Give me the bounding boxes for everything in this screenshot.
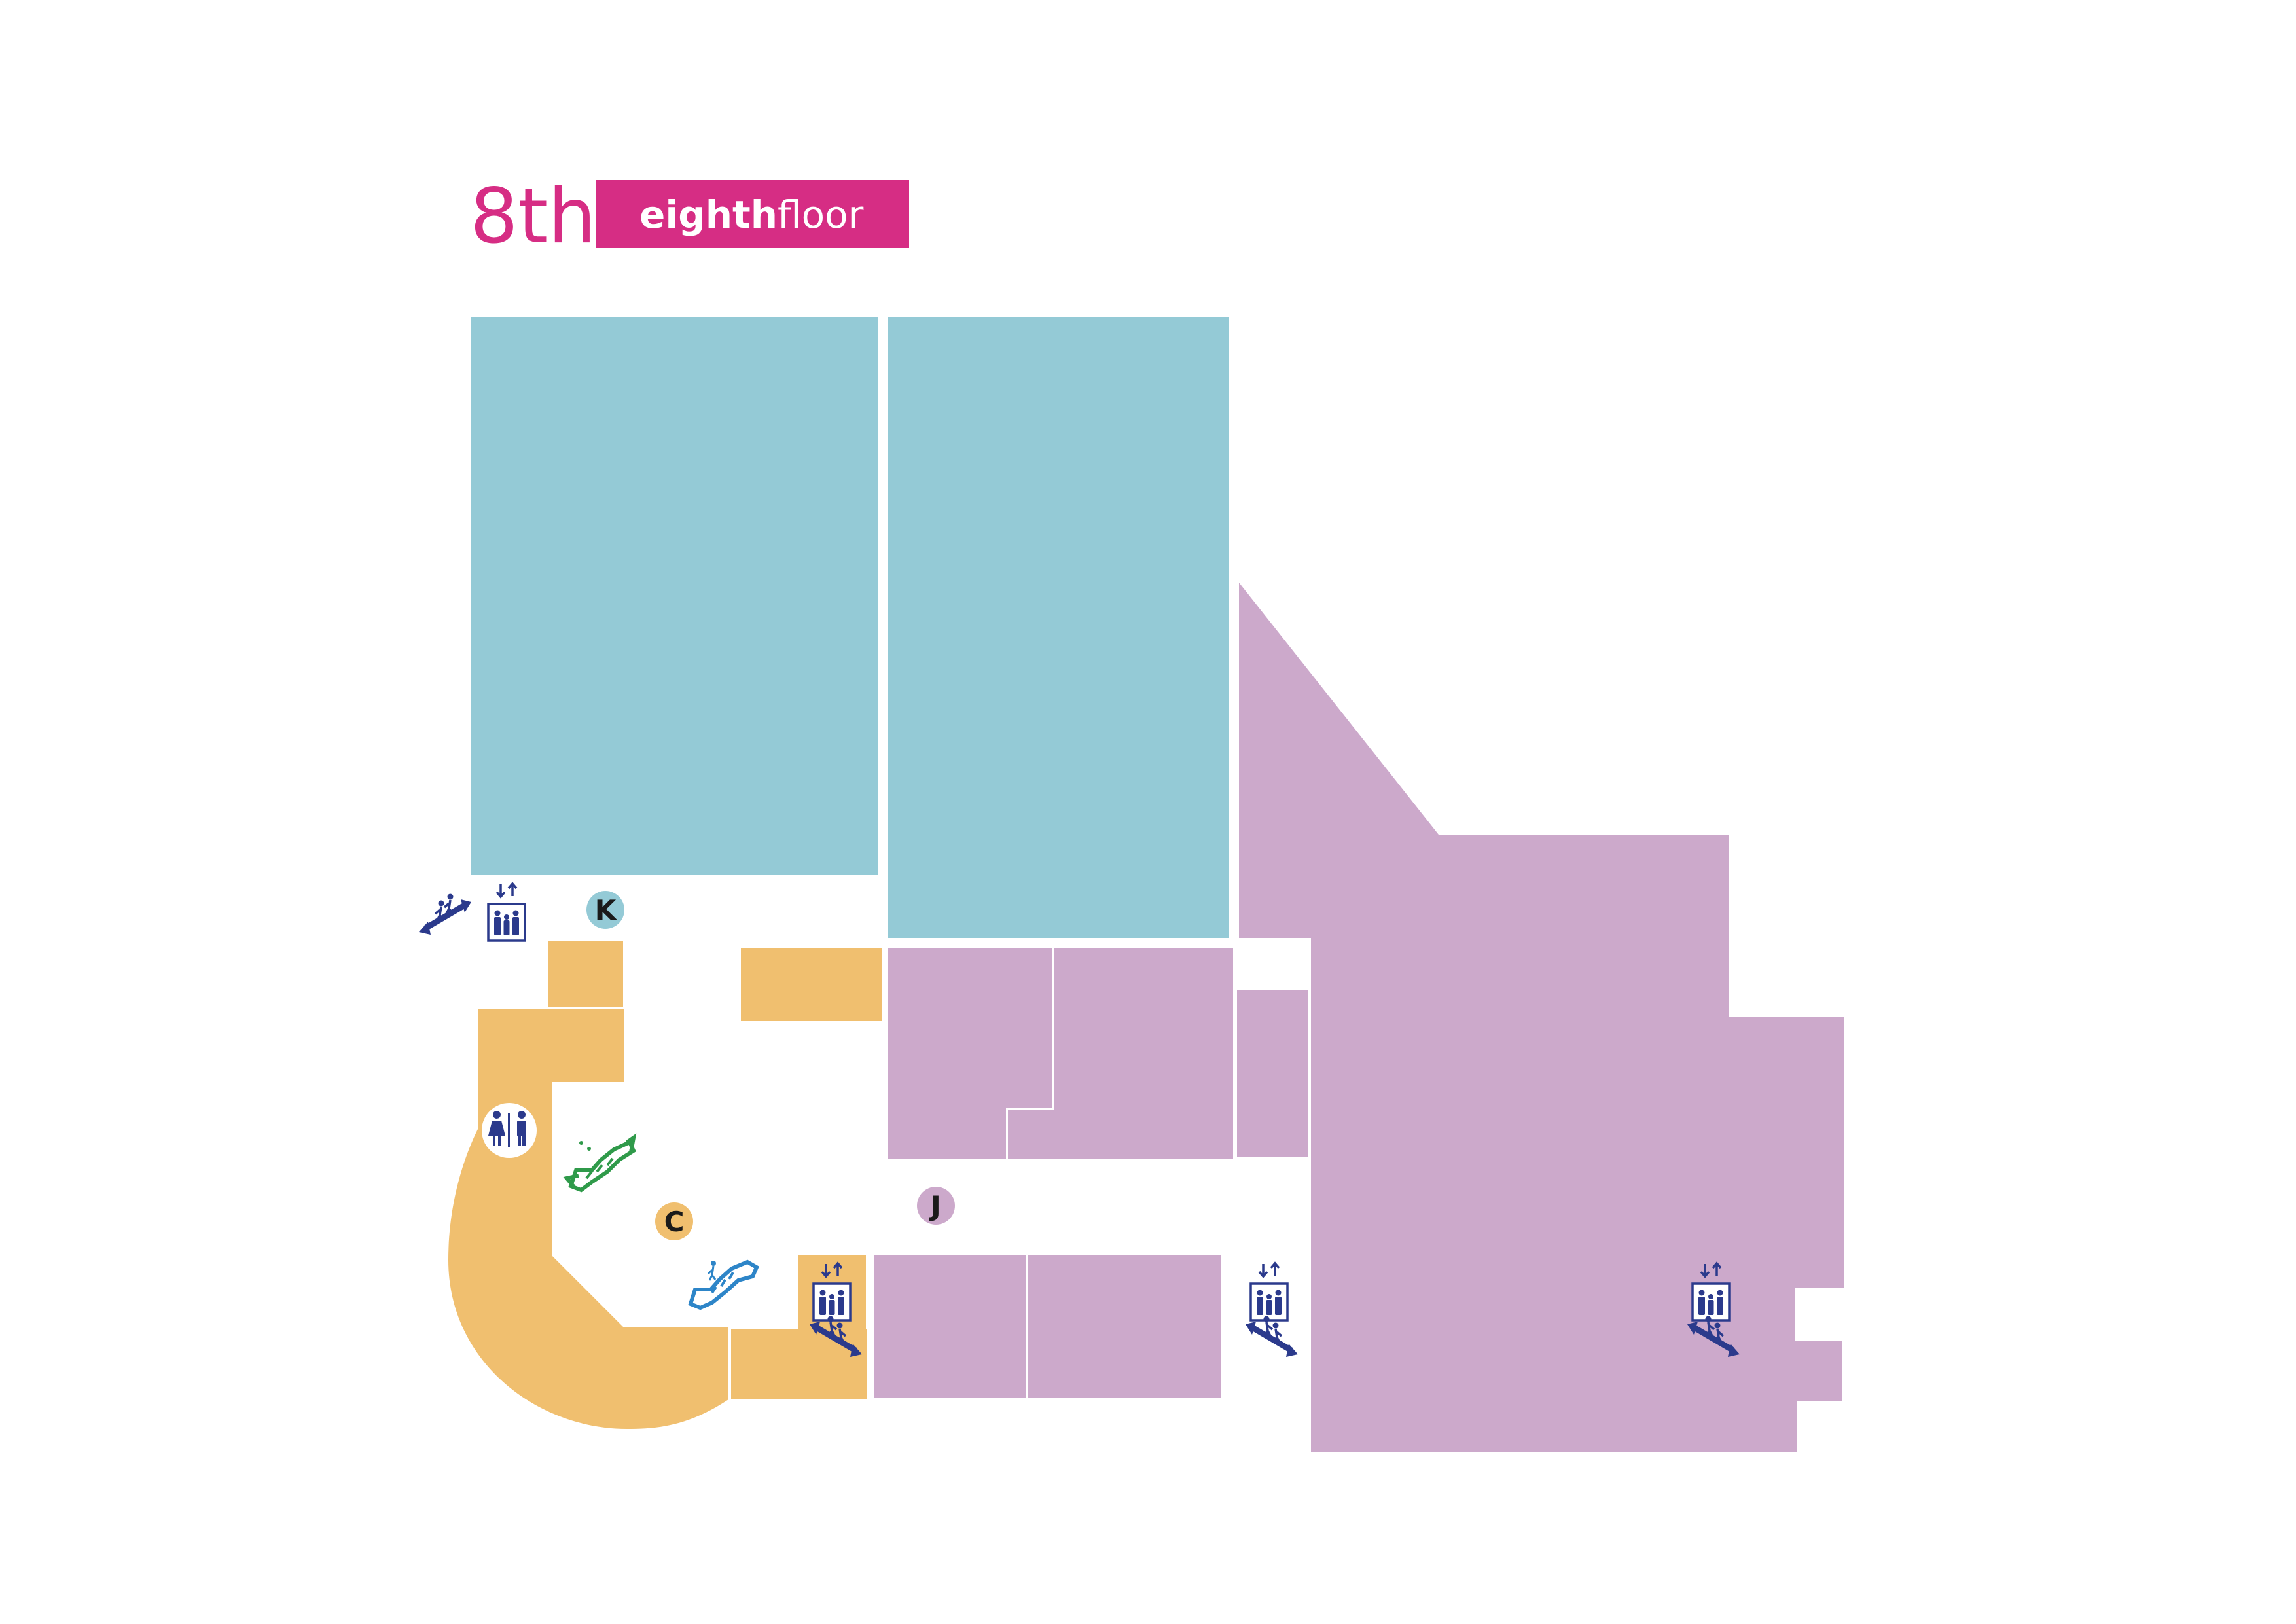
escalator-icon-blue xyxy=(688,1259,759,1310)
escalator-icon-left[interactable] xyxy=(419,894,471,935)
toilets-icon xyxy=(482,1103,537,1158)
unit-purple-mid-left[interactable] xyxy=(888,948,1052,1159)
floor-banner-bold: eighth xyxy=(639,192,778,237)
unit-purple-bottom-right[interactable] xyxy=(1028,1255,1221,1398)
unit-purple-mid-right[interactable] xyxy=(1008,948,1233,1159)
unit-purple-bottom-left[interactable] xyxy=(874,1255,1026,1398)
lift-icon-left[interactable] xyxy=(487,882,526,942)
unit-orange-mid[interactable] xyxy=(741,948,882,1021)
escalator-icon-center[interactable] xyxy=(1246,1316,1298,1358)
escalator-person-head xyxy=(711,1261,716,1266)
unit-purple-large[interactable] xyxy=(1239,583,1844,1452)
zone-letter-k: K xyxy=(595,894,617,926)
stairs-icon xyxy=(563,1133,637,1193)
escalator-person-body xyxy=(707,1265,717,1281)
zone-letter-c: C xyxy=(664,1206,685,1238)
floor-banner-text: eighthfloor xyxy=(639,192,864,237)
floor-banner-light: floor xyxy=(778,192,864,237)
unit-teal-left[interactable] xyxy=(471,317,878,875)
stairs-person-dot xyxy=(579,1141,583,1145)
zone-marker-c[interactable] xyxy=(655,1202,693,1240)
zone-letter-j: J xyxy=(929,1190,941,1222)
unit-teal-right[interactable] xyxy=(888,317,1229,938)
lift-icon-center[interactable] xyxy=(1249,1262,1289,1322)
unit-purple-narrow[interactable] xyxy=(1237,990,1308,1157)
zone-marker-j[interactable] xyxy=(917,1187,955,1225)
floor-banner xyxy=(596,180,909,248)
stairs-person-dot-2 xyxy=(587,1147,591,1151)
zone-marker-k[interactable] xyxy=(586,891,624,929)
unit-orange-bottom[interactable] xyxy=(731,1329,867,1399)
floor-number: 8th xyxy=(470,172,596,261)
unit-orange-small[interactable] xyxy=(548,941,623,1007)
